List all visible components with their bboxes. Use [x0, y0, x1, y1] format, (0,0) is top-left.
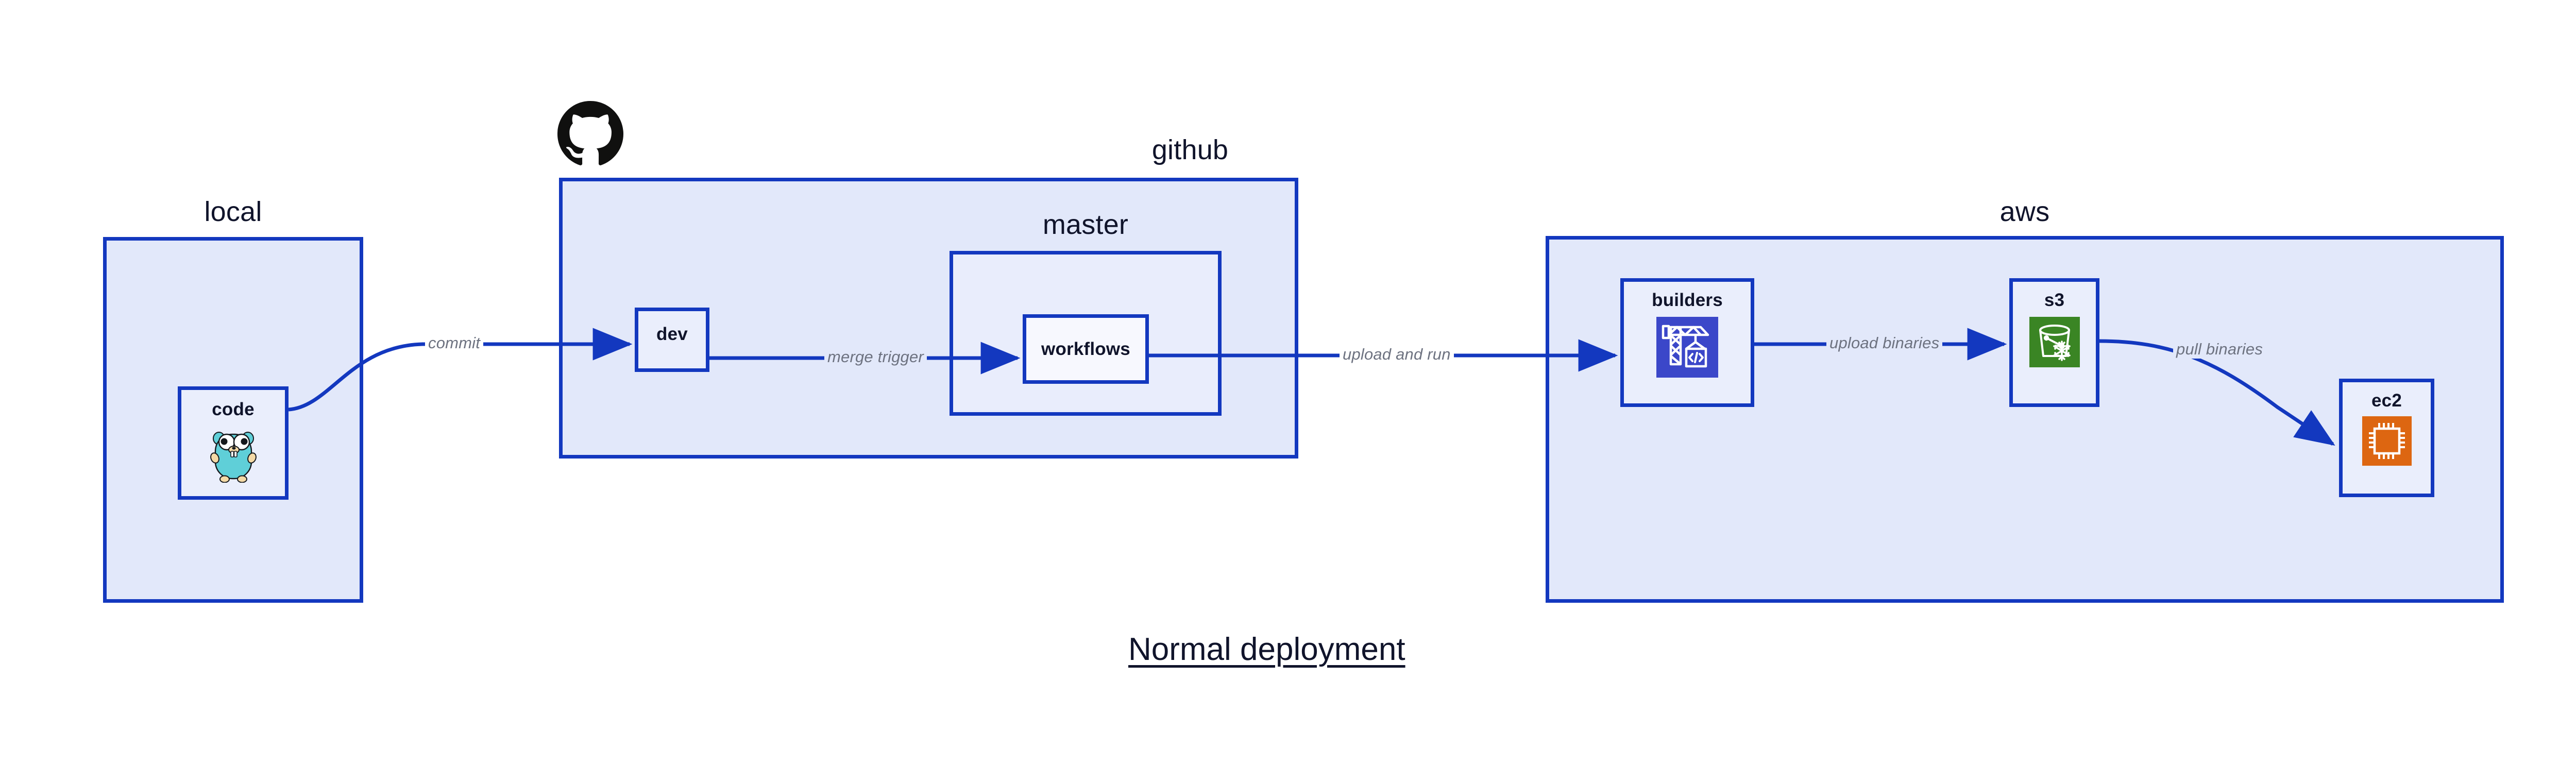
- edge-upload-and-run-label: upload and run: [1340, 345, 1454, 364]
- node-code-label: code: [212, 399, 255, 419]
- node-ec2-label: ec2: [2371, 390, 2402, 411]
- node-builders-label: builders: [1652, 290, 1723, 310]
- node-s3-label: s3: [2044, 290, 2065, 310]
- node-ec2[interactable]: ec2: [2339, 379, 2434, 497]
- node-code[interactable]: code: [178, 386, 289, 500]
- github-octocat-icon: [557, 101, 623, 167]
- node-s3[interactable]: s3: [2009, 278, 2099, 407]
- node-workflows[interactable]: workflows: [1023, 314, 1149, 384]
- aws-ec2-chip-icon: [2362, 416, 2412, 466]
- edge-commit-label: commit: [425, 334, 484, 352]
- go-gopher-icon: [208, 425, 259, 485]
- edge-upload-binaries-label: upload binaries: [1826, 334, 1943, 352]
- group-master-label: master: [1042, 209, 1129, 240]
- node-builders[interactable]: builders: [1620, 278, 1754, 407]
- group-github-label: github: [1151, 134, 1229, 165]
- node-dev[interactable]: dev: [635, 308, 709, 372]
- group-local-label: local: [204, 196, 262, 227]
- group-aws-label: aws: [1999, 196, 2050, 227]
- aws-codebuild-crane-icon: [1656, 317, 1718, 378]
- node-dev-label: dev: [656, 324, 688, 344]
- aws-s3-glacier-bucket-icon: [2029, 317, 2080, 367]
- edge-merge-trigger-label: merge trigger: [824, 348, 927, 366]
- page-title: Normal deployment: [1128, 632, 1405, 667]
- node-workflows-label: workflows: [1041, 338, 1130, 359]
- edge-pull-binaries-label: pull binaries: [2173, 340, 2266, 359]
